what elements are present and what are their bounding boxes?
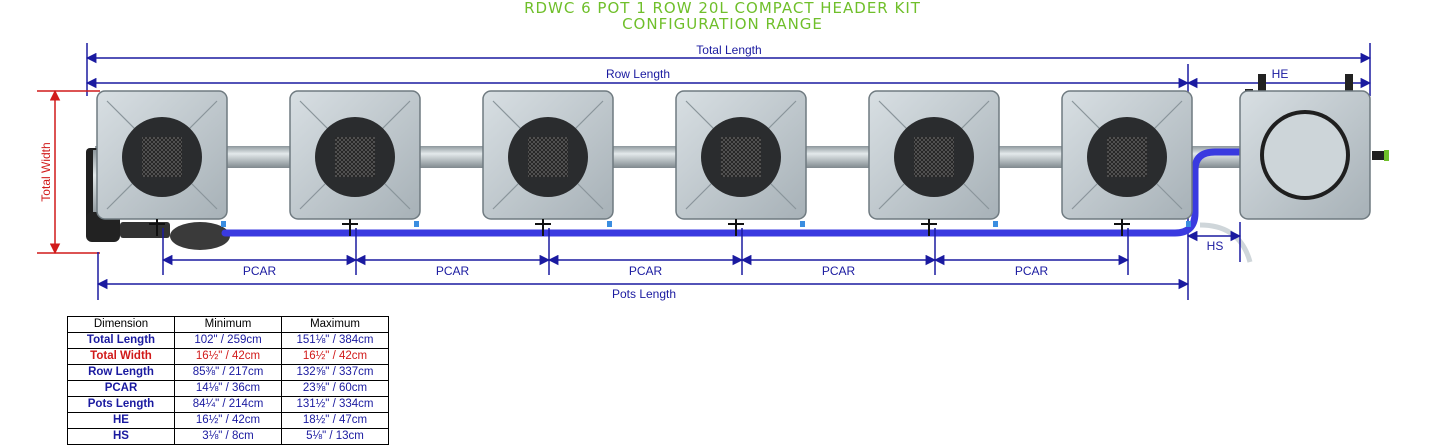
row-dimension-name: Total Width <box>67 348 175 365</box>
header-dimension: Dimension <box>67 316 175 333</box>
return-hose <box>221 148 1249 237</box>
row-minimum: 84¼" / 214cm <box>174 396 282 413</box>
row-minimum: 102" / 259cm <box>174 332 282 349</box>
row-dimension-name: HS <box>67 428 175 445</box>
pot <box>1061 90 1193 236</box>
hose-clip <box>414 221 419 227</box>
pot <box>96 90 228 236</box>
pcar-label: PCAR <box>436 264 470 278</box>
diagram-title: RDWC 6 POT 1 ROW 20L COMPACT HEADER KIT … <box>0 0 1445 32</box>
header-maximum: Maximum <box>281 316 389 333</box>
header-minimum: Minimum <box>174 316 282 333</box>
pcar-label: PCAR <box>629 264 663 278</box>
pot <box>482 90 614 236</box>
he-label: HE <box>1272 67 1289 81</box>
hose-clip <box>993 221 998 227</box>
row-maximum: 131½" / 334cm <box>281 396 389 413</box>
header-outlet-tap <box>1384 150 1389 161</box>
pcar-label: PCAR <box>243 264 277 278</box>
pot-ribs <box>106 100 218 210</box>
row-length-label: Row Length <box>606 67 670 81</box>
row-dimension-name: Total Length <box>67 332 175 349</box>
pot-ribs <box>685 100 797 210</box>
row-maximum: 151⅛" / 384cm <box>281 332 389 349</box>
pot <box>868 90 1000 236</box>
hose-clip <box>1186 221 1191 227</box>
row-maximum: 5⅛" / 13cm <box>281 428 389 445</box>
row-dimension-name: Pots Length <box>67 396 175 413</box>
table-header-row: Dimension Minimum Maximum <box>67 316 389 333</box>
title-line-1: RDWC 6 POT 1 ROW 20L COMPACT HEADER KIT <box>524 0 921 17</box>
net-pot <box>721 137 761 177</box>
pot-ribs <box>878 100 990 210</box>
title-line-2: CONFIGURATION RANGE <box>622 15 823 33</box>
header-outlet <box>1372 151 1386 160</box>
pot-ribs <box>492 100 604 210</box>
pcar-label: PCAR <box>822 264 856 278</box>
hose-clip <box>607 221 612 227</box>
pcar-label: PCAR <box>1015 264 1049 278</box>
row-minimum: 3⅛" / 8cm <box>174 428 282 445</box>
pot-ribs <box>299 100 411 210</box>
total-width-label: Total Width <box>39 142 53 201</box>
row-minimum: 16½" / 42cm <box>174 348 282 365</box>
he-fitting-right <box>1345 74 1353 95</box>
net-pot <box>335 137 375 177</box>
hose-clip <box>221 221 226 227</box>
net-pot <box>1107 137 1147 177</box>
pots-length-label: Pots Length <box>612 287 676 301</box>
hose-clip <box>800 221 805 227</box>
total-length-label: Total Length <box>696 43 761 57</box>
pot <box>675 90 807 236</box>
row-maximum: 18½" / 47cm <box>281 412 389 429</box>
row-minimum: 16½" / 42cm <box>174 412 282 429</box>
row-minimum: 85⅜" / 217cm <box>174 364 282 381</box>
header-tank <box>1239 74 1389 220</box>
hs-label: HS <box>1207 239 1224 253</box>
pot-ribs <box>1071 100 1183 210</box>
net-pot <box>142 137 182 177</box>
he-fitting-center <box>1258 74 1266 95</box>
pot <box>289 90 421 236</box>
row-maximum: 132⅝" / 337cm <box>281 364 389 381</box>
pcar-dimensions: PCAR PCAR PCAR PCAR PCAR <box>161 228 1130 278</box>
row-dimension-name: HE <box>67 412 175 429</box>
row-maximum: 23⅝" / 60cm <box>281 380 389 397</box>
row-dimension-name: PCAR <box>67 380 175 397</box>
net-pot <box>914 137 954 177</box>
header-lid <box>1264 114 1346 196</box>
pot-row <box>96 90 1193 236</box>
row-dimension-name: Row Length <box>67 364 175 381</box>
net-pot <box>528 137 568 177</box>
row-minimum: 14⅛" / 36cm <box>174 380 282 397</box>
row-maximum: 16½" / 42cm <box>281 348 389 365</box>
pump <box>170 222 230 250</box>
